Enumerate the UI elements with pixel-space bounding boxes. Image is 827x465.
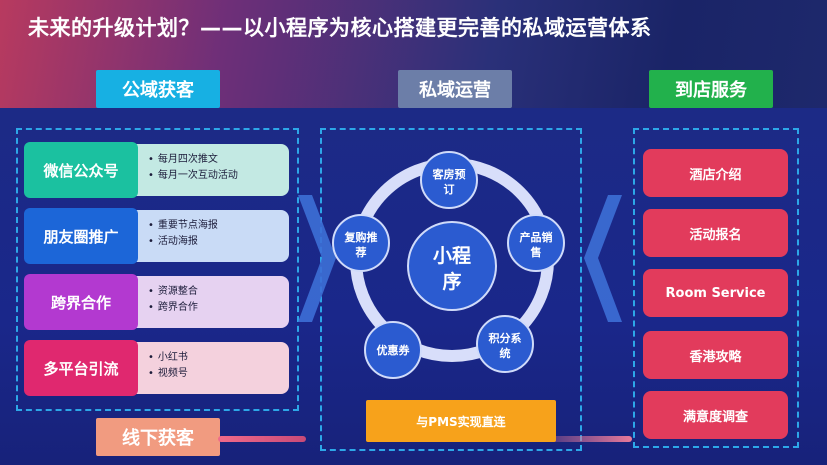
node-label-line1: 客房预 <box>432 167 466 181</box>
node-label-line1: 优惠券 <box>377 343 411 357</box>
offline-acquisition-label: 线下获客 <box>96 418 220 456</box>
node-label-line2: 订 <box>444 182 455 196</box>
chevron-left-icon <box>584 195 622 322</box>
header-store-service: 到店服务 <box>649 70 773 108</box>
node-label-line1: 复购推 <box>344 230 378 244</box>
channel-detail-item: 资源整合 <box>148 284 289 300</box>
pms-integration-label: 与PMS实现直连 <box>366 400 556 442</box>
node-points-system: 积分系 统 <box>476 315 534 373</box>
channel-details: 资源整合 跨界合作 <box>132 276 289 328</box>
channel-crossover: 资源整合 跨界合作 跨界合作 <box>24 274 289 330</box>
channel-detail-item: 小红书 <box>148 350 289 366</box>
node-coupons: 优惠券 <box>364 321 422 379</box>
channel-detail-item: 每月四次推文 <box>148 152 289 168</box>
service-room-service: Room Service <box>643 269 788 317</box>
header-private-operation: 私域运营 <box>398 70 512 108</box>
header-public-acquisition: 公域获客 <box>96 70 220 108</box>
node-room-booking: 客房预 订 <box>420 151 478 209</box>
chevron-right-icon <box>298 195 336 322</box>
service-satisfaction-survey: 满意度调查 <box>643 391 788 439</box>
core-label-line1: 小程 <box>433 245 471 267</box>
channel-detail-item: 重要节点海报 <box>148 218 289 234</box>
channel-name: 朋友圈推广 <box>24 208 138 264</box>
service-hk-guide: 香港攻略 <box>643 331 788 379</box>
node-label-line2: 荐 <box>355 245 367 259</box>
node-label-line2: 统 <box>500 346 511 360</box>
channel-detail-item: 视频号 <box>148 366 289 382</box>
service-event-signup: 活动报名 <box>643 209 788 257</box>
core-circle <box>407 221 497 311</box>
channel-detail-item: 跨界合作 <box>148 300 289 316</box>
public-channels-frame <box>16 128 299 411</box>
node-product-sales: 产品销 售 <box>507 214 565 272</box>
core-label-line2: 序 <box>442 270 461 293</box>
channel-details: 小红书 视频号 <box>132 342 289 394</box>
channel-name: 多平台引流 <box>24 340 138 396</box>
channel-details: 重要节点海报 活动海报 <box>132 210 289 262</box>
node-label-line2: 售 <box>530 245 542 259</box>
node-label-line1: 产品销 <box>520 230 553 244</box>
channel-wechat-official: 每月四次推文 每月一次互动活动 微信公众号 <box>24 142 289 198</box>
channel-detail-item: 活动海报 <box>148 234 289 250</box>
channel-name: 微信公众号 <box>24 142 138 198</box>
glow-line-left <box>218 436 306 442</box>
channel-detail-item: 每月一次互动活动 <box>148 168 289 184</box>
channel-multiplatform: 小红书 视频号 多平台引流 <box>24 340 289 396</box>
node-repurchase-recommend: 复购推 荐 <box>332 214 390 272</box>
service-hotel-intro: 酒店介绍 <box>643 149 788 197</box>
store-services-frame <box>633 128 799 448</box>
channel-details: 每月四次推文 每月一次互动活动 <box>132 144 289 196</box>
node-label-line1: 积分系 <box>489 331 522 345</box>
channel-moments: 重要节点海报 活动海报 朋友圈推广 <box>24 208 289 264</box>
channel-name: 跨界合作 <box>24 274 138 330</box>
glow-line-right <box>520 436 632 442</box>
page-title: 未来的升级计划？——以小程序为核心搭建更完善的私域运营体系 <box>28 16 652 40</box>
